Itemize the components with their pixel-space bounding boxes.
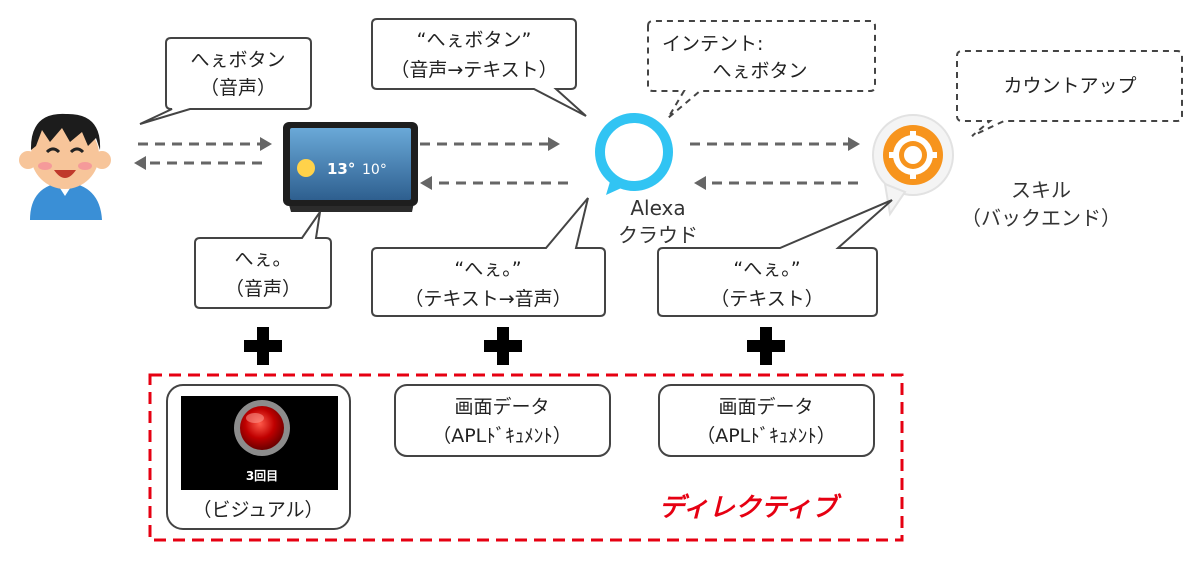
bubble-user-request-line1: へぇボタン: [190, 49, 285, 71]
skill-label-line1: スキル: [1011, 178, 1071, 202]
bubble-cloud-reply: [371, 197, 606, 317]
bubble-device-reply-line2: （音声）: [225, 278, 301, 300]
visual-button-caption: 3回目: [246, 469, 278, 483]
screen-data-2-line2: （APLﾄﾞｷｭﾒﾝﾄ）: [696, 425, 836, 447]
bubble-device-to-cloud-line2: （音声→テキスト）: [390, 59, 557, 81]
screen-data-box-1: [394, 384, 611, 457]
person-icon: [19, 113, 111, 220]
alexa-ring-icon: [595, 113, 673, 195]
bubble-skill-reply: [657, 199, 893, 317]
bubble-device-reply: [194, 211, 332, 309]
skill-label-line2: （バックエンド）: [961, 206, 1121, 230]
bubble-intent-line2: へぇボタン: [712, 60, 807, 82]
bubble-skill-action: [956, 50, 1183, 137]
bubble-user-request: [139, 37, 312, 125]
bubble-user-request-line2: （音声）: [200, 77, 276, 99]
skill-gear-icon: [872, 114, 954, 217]
plus-icon: [484, 327, 522, 365]
bubble-skill-reply-line2: （テキスト）: [710, 288, 823, 310]
screen-data-1-line1: 画面データ: [454, 396, 549, 418]
screen-data-2-line1: 画面データ: [718, 396, 813, 418]
bubble-skill-action-line1: カウントアップ: [1003, 75, 1136, 97]
plus-icon: [244, 327, 282, 365]
alexa-label-line1: Alexa: [630, 196, 685, 220]
bubble-device-to-cloud-line1: “へぇボタン”: [417, 29, 532, 51]
device-temp-low: 10°: [362, 162, 387, 178]
echo-show-device-icon: 13° 10°: [283, 122, 418, 212]
directive-frame: [148, 373, 904, 542]
visual-label: （ビジュアル）: [192, 499, 323, 521]
bubble-skill-reply-line1: “へぇ。”: [733, 258, 800, 280]
bubble-intent-line1: インテント:: [662, 33, 763, 55]
directive-label: ディレクティブ: [659, 493, 843, 523]
bubble-cloud-reply-line1: “へぇ。”: [454, 258, 521, 280]
flow-arrows: [134, 137, 860, 190]
bubble-cloud-reply-line2: （テキスト→音声）: [404, 288, 571, 310]
bubble-device-reply-line1: へぇ。: [234, 248, 291, 270]
bubble-intent: [647, 20, 876, 119]
bubble-device-to-cloud: [371, 18, 587, 117]
screen-data-box-2: [658, 384, 875, 457]
device-temp-high: 13°: [327, 160, 355, 178]
alexa-label-line2: クラウド: [618, 223, 698, 247]
screen-data-1-line2: （APLﾄﾞｷｭﾒﾝﾄ）: [432, 425, 572, 447]
plus-icon: [747, 327, 785, 365]
